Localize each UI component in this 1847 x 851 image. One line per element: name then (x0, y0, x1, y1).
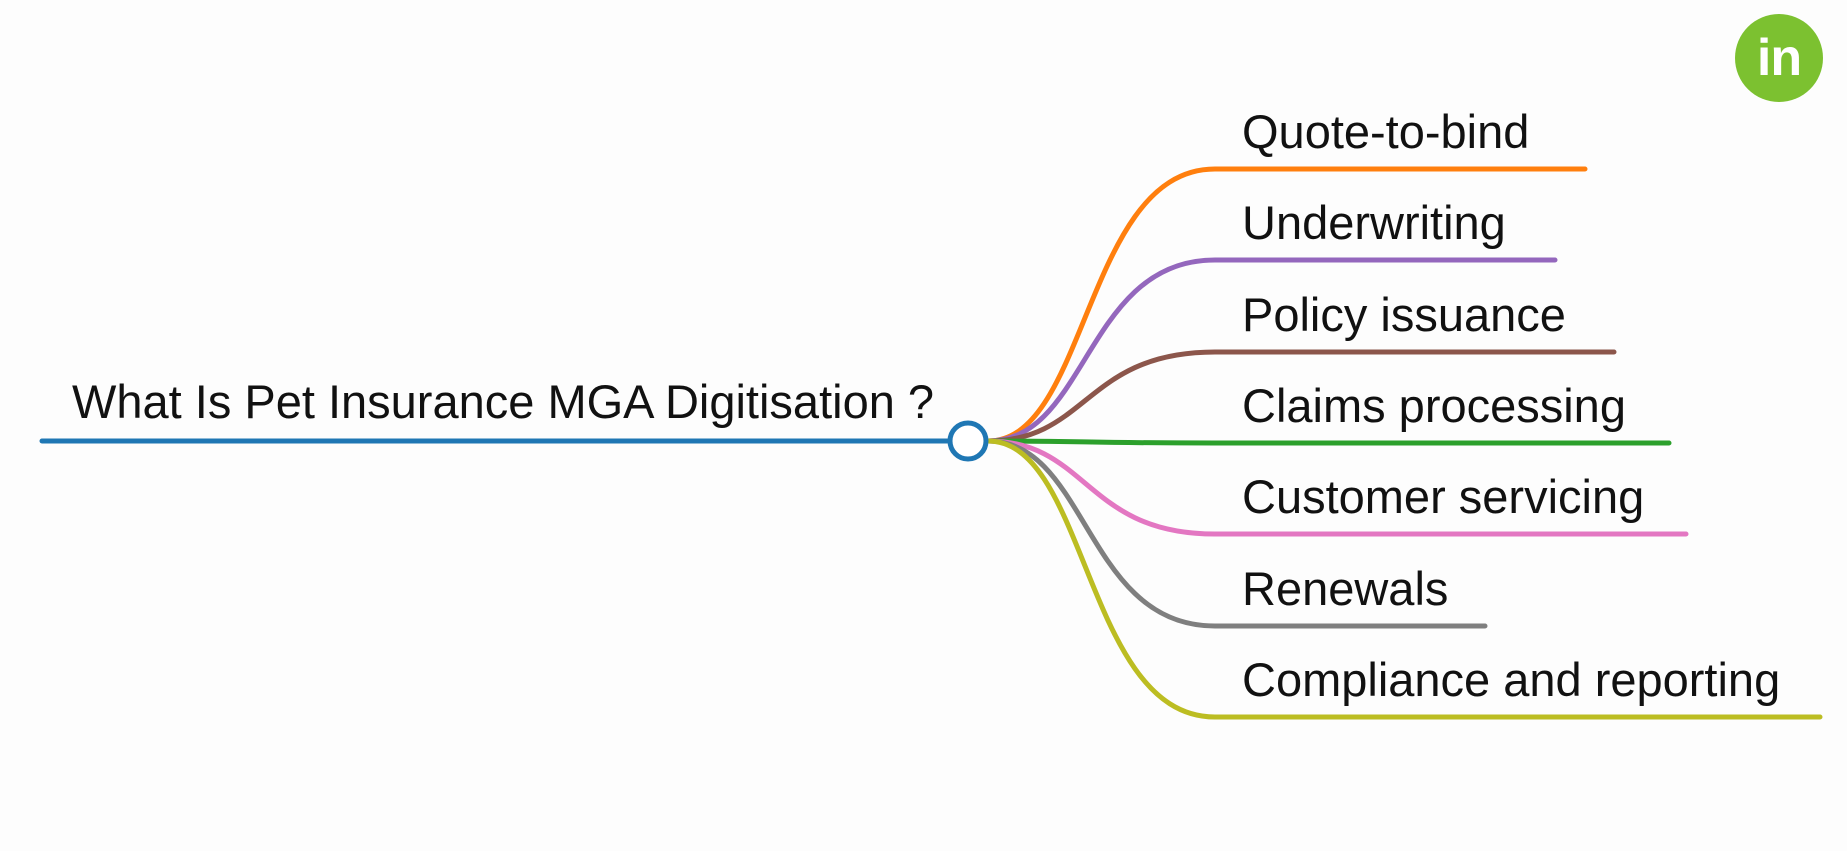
branch-label: Policy issuance (1242, 288, 1566, 341)
branch-label: Quote-to-bind (1242, 105, 1529, 158)
branch-connector (985, 438, 1689, 537)
branch-label: Claims processing (1242, 379, 1626, 432)
branch-connector (985, 438, 1488, 629)
branch-connector (985, 257, 1558, 444)
branch-connector (985, 438, 1823, 720)
branch-connector (985, 438, 1672, 446)
branch-label: Compliance and reporting (1242, 653, 1780, 706)
root-node-label: What Is Pet Insurance MGA Digitisation ? (72, 375, 934, 428)
branch-label: Underwriting (1242, 196, 1506, 249)
linkedin-icon: in (1735, 14, 1823, 102)
linkedin-icon-label: in (1756, 29, 1802, 87)
branch-connectors (985, 166, 1823, 720)
branch-connector (985, 349, 1617, 444)
branch-label: Customer servicing (1242, 470, 1644, 523)
branch-connector (985, 166, 1588, 444)
branch-label: Renewals (1242, 562, 1448, 615)
root-node-circle (947, 420, 989, 462)
